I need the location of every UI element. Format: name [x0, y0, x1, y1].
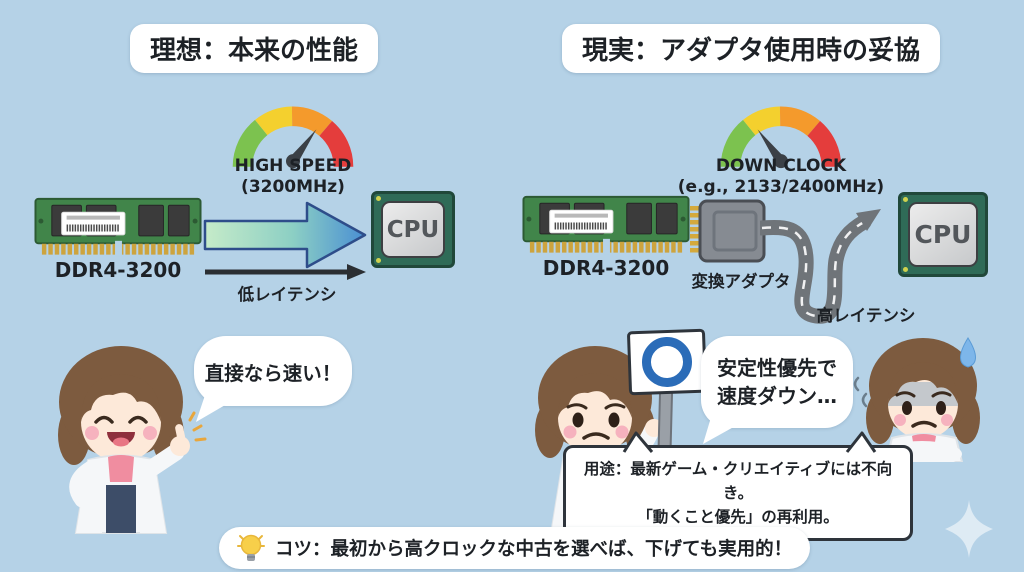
left-title-text: 理想：本来の性能 — [150, 36, 359, 66]
right-title-text: 現実：アダプタ使用時の妥協 — [582, 36, 921, 66]
cpu-chip-left-icon: CPU — [371, 191, 455, 268]
sparkle-lines-icon — [188, 411, 207, 442]
sweat-drop-icon — [960, 337, 976, 368]
sparkle-icon — [945, 500, 993, 558]
right-bubble-line2: 速度ダウン… — [717, 384, 837, 408]
low-latency-arrow-icon — [205, 264, 366, 280]
sign-board — [626, 328, 708, 396]
right-gauge-label: DOWN CLOCK — [715, 156, 847, 176]
left-bubble-text: 直接なら速い！ — [204, 361, 342, 385]
right-ram-label: DDR4-3200 — [542, 256, 670, 280]
left-ram-label: DDR4-3200 — [54, 258, 182, 282]
left-cpu-label: CPU — [386, 216, 440, 243]
tip-text: コツ：最初から高クロックな中古を選べば、下げても実用的！ — [275, 539, 793, 560]
cpu-chip-right-icon: CPU — [898, 192, 988, 277]
circle-ok-icon — [641, 336, 693, 388]
left-gauge-label: HIGH SPEED — [234, 156, 352, 176]
speedometer-low-icon — [720, 106, 842, 169]
winding-cable-icon — [760, 209, 881, 324]
right-panel-title: 現実：アダプタ使用時の妥協 — [562, 24, 941, 73]
note-tail-left — [622, 431, 654, 453]
tip-bar: コツ：最初から高クロックな中古を選べば、下げても実用的！ — [219, 527, 811, 569]
distress-lines-icon — [853, 376, 868, 408]
note-line2: 「動くこと優先」の再利用。 — [637, 508, 839, 527]
note-line1: 用途：最新ゲーム・クリエイティブには不向き。 — [583, 460, 893, 503]
ram-module-right-icon — [522, 195, 690, 255]
lightbulb-icon — [237, 534, 265, 561]
adapter-connector-icon — [690, 199, 766, 263]
left-latency-label: 低レイテンシ — [237, 285, 337, 304]
fast-arrow-icon — [203, 201, 367, 269]
usage-note-box: 用途：最新ゲーム・クリエイティブには不向き。 「動くこと優先」の再利用。 — [563, 431, 913, 542]
left-panel-title: 理想：本来の性能 — [130, 24, 379, 73]
right-latency-label: 高レイテンシ — [816, 306, 916, 325]
right-bubble-line1: 安定性優先で — [717, 356, 837, 380]
right-cpu-label: CPU — [914, 220, 972, 249]
right-speech-bubble: 安定性優先で 速度ダウン… — [701, 336, 853, 428]
left-gauge-sublabel: (3200MHz) — [241, 177, 345, 197]
note-tail-right — [845, 431, 877, 453]
speedometer-high-icon — [232, 106, 354, 169]
adapter-label: 変換アダプタ — [691, 272, 791, 291]
right-gauge-sublabel: (e.g., 2133/2400MHz) — [677, 177, 885, 197]
ram-module-left-icon — [34, 197, 202, 257]
happy-girl-character — [58, 346, 207, 534]
